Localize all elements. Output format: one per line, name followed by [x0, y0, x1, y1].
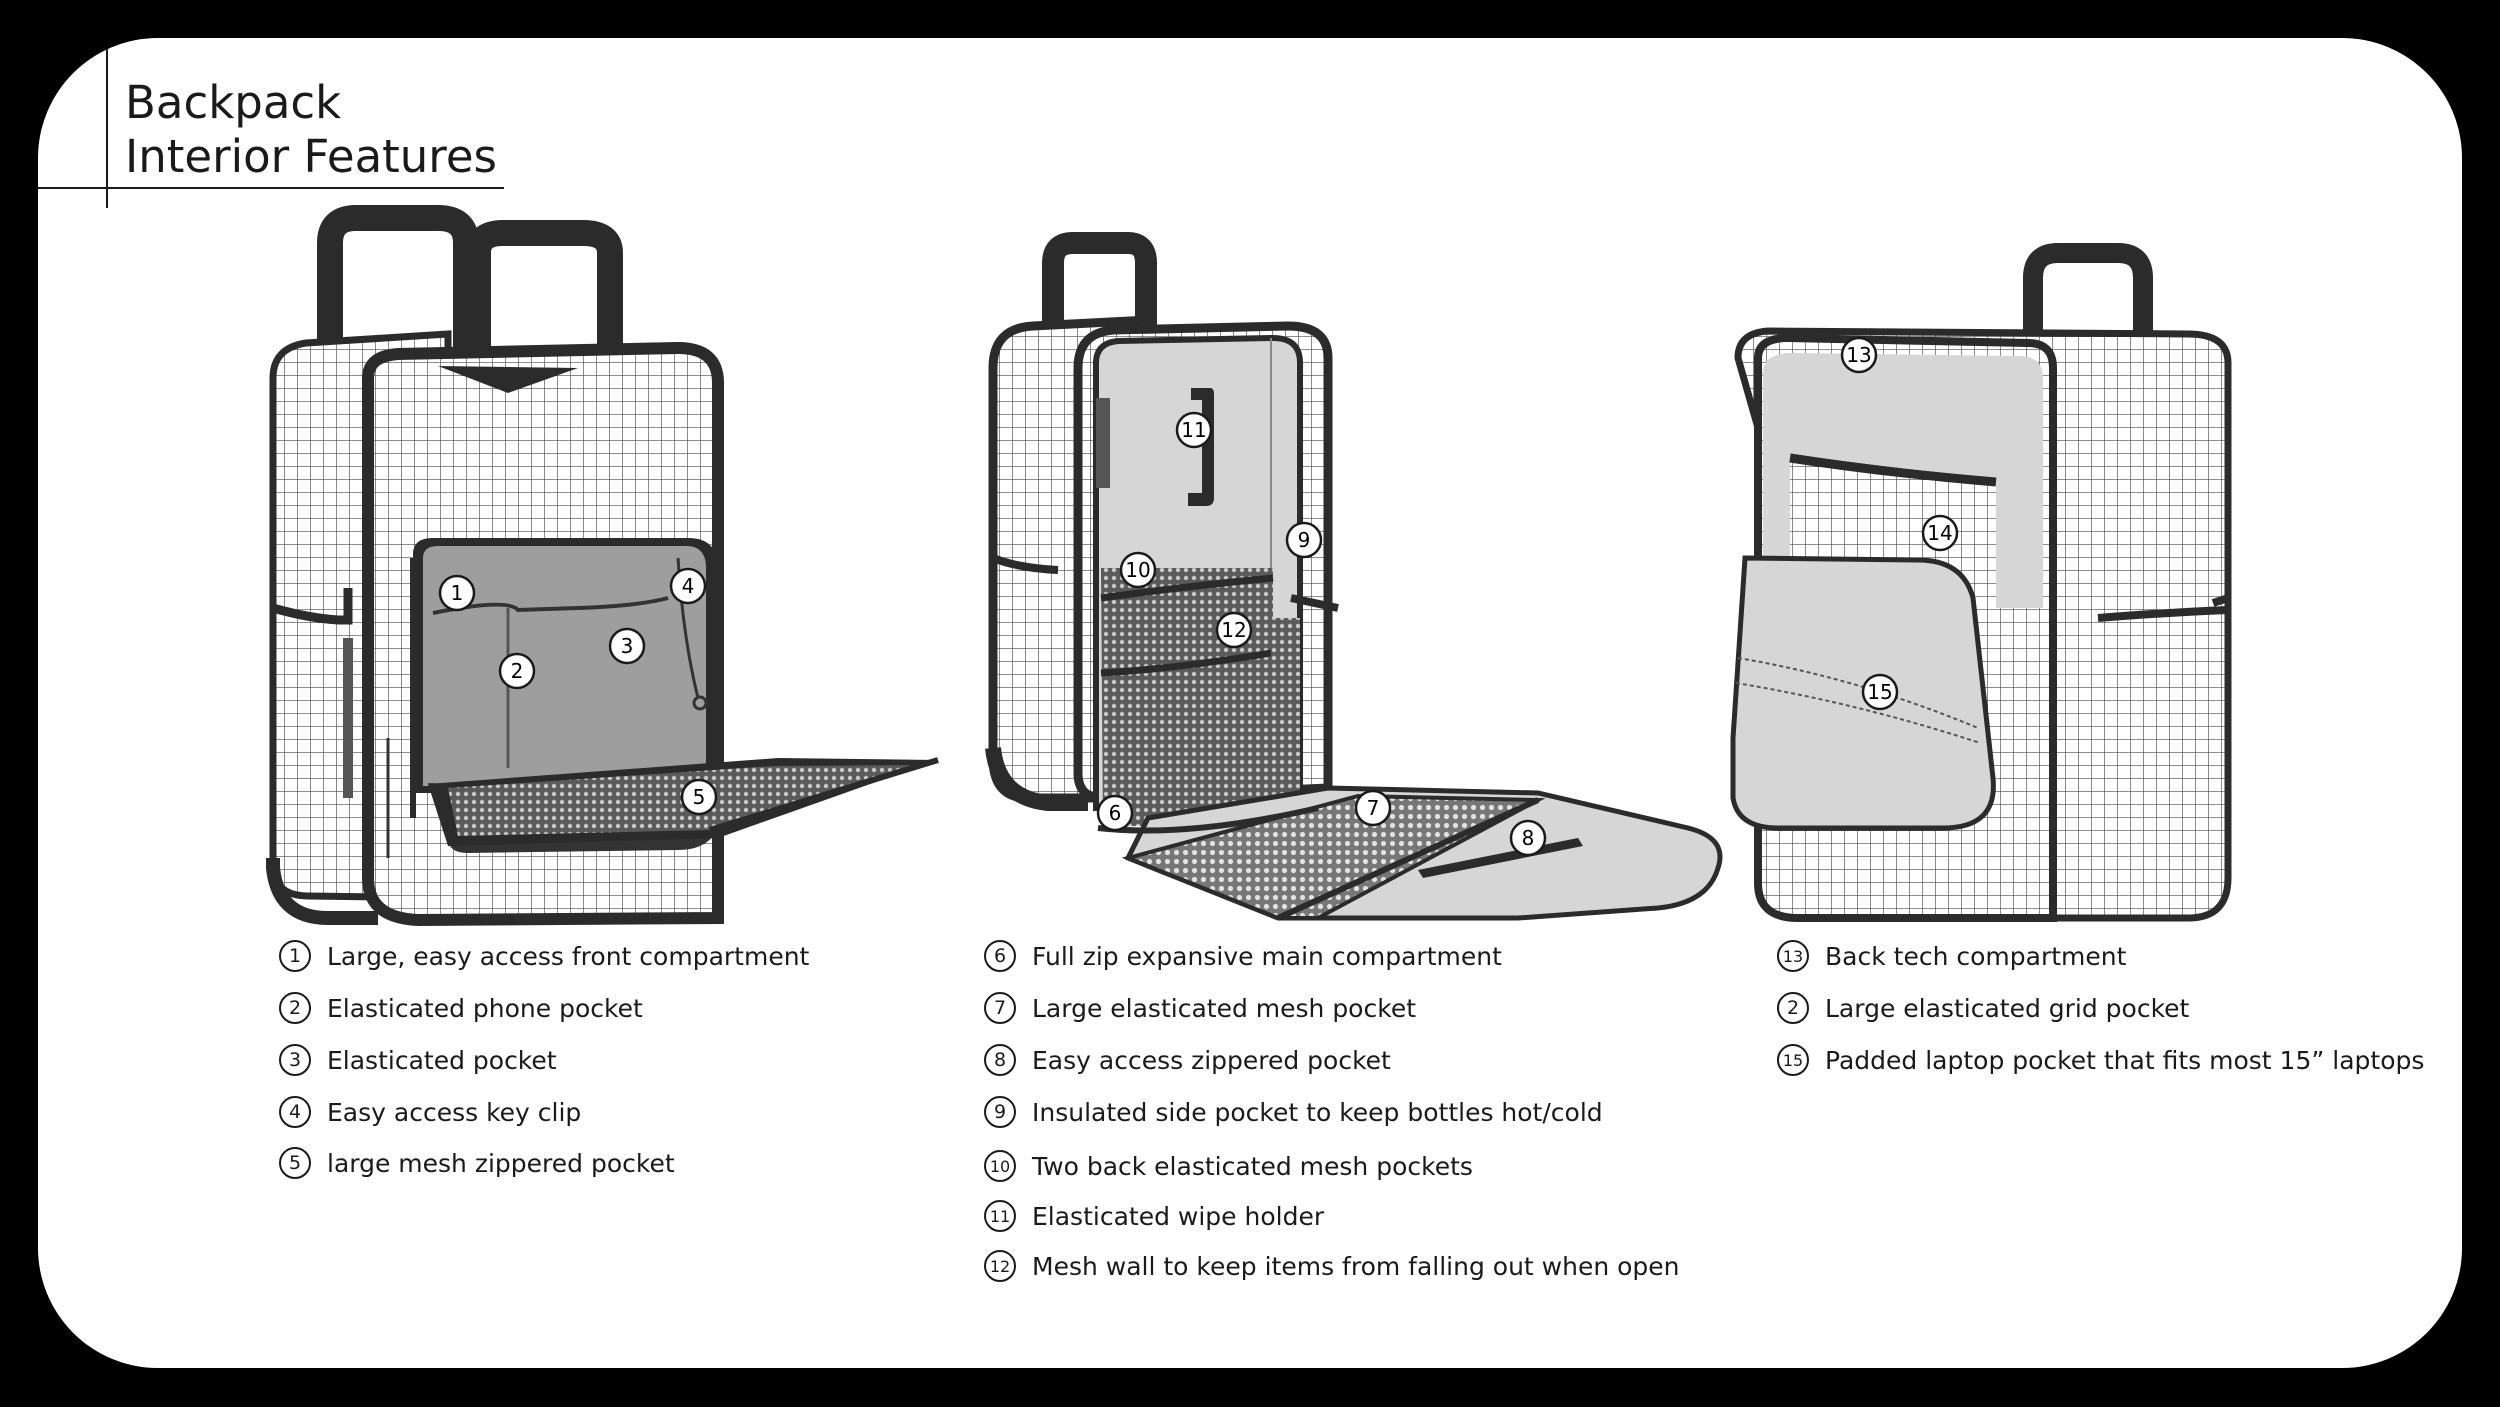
legend-item: 11 Elasticated wipe holder: [984, 1200, 1324, 1232]
legend-text: Back tech compartment: [1825, 941, 2127, 971]
legend-number: 1: [279, 940, 311, 972]
legend-item: 8 Easy access zippered pocket: [984, 1044, 1391, 1076]
backpack-back-view: [1730, 243, 2232, 922]
legend-text: Easy access zippered pocket: [1032, 1045, 1391, 1075]
callout-13: 13: [1840, 336, 1878, 374]
title-block: Backpack Interior Features: [125, 76, 497, 184]
callout-12: 12: [1215, 611, 1253, 649]
legend-text: Large elasticated grid pocket: [1825, 993, 2190, 1023]
legend-text: Full zip expansive main compartment: [1032, 941, 1502, 971]
backpack-illustrations: 1 2 3 4 5 6 7 8 9 10 11 12 13 14 15: [266, 205, 2232, 927]
callout-6: 6: [1096, 794, 1134, 832]
svg-text:13: 13: [1846, 343, 1871, 367]
title-line-2: Interior Features: [125, 130, 497, 183]
title-underline: [38, 187, 504, 189]
svg-text:14: 14: [1927, 521, 1952, 545]
legend-item: 6 Full zip expansive main compartment: [984, 940, 1502, 972]
svg-text:15: 15: [1867, 680, 1892, 704]
svg-text:12: 12: [1221, 618, 1246, 642]
callout-8: 8: [1509, 819, 1547, 857]
legend-item: 3 Elasticated pocket: [279, 1044, 557, 1076]
legend-item: 7 Large elasticated mesh pocket: [984, 992, 1416, 1024]
svg-text:11: 11: [1181, 418, 1206, 442]
svg-text:5: 5: [693, 785, 706, 809]
legend-item: 1 Large, easy access front compartment: [279, 940, 809, 972]
legend-item: 9 Insulated side pocket to keep bottles h…: [984, 1096, 1603, 1128]
callouts: 1 2 3 4 5 6 7 8 9 10 11 12 13 14 15: [438, 336, 1959, 857]
legend-item: 10 Two back elasticated mesh pockets: [984, 1150, 1473, 1182]
legend-text: Insulated side pocket to keep bottles ho…: [1032, 1097, 1603, 1127]
legend-text: Elasticated wipe holder: [1032, 1201, 1325, 1231]
legend-number: 5: [279, 1147, 311, 1179]
callout-7: 7: [1354, 789, 1392, 827]
legend-text: Easy access key clip: [327, 1097, 582, 1127]
callout-10: 10: [1119, 551, 1157, 589]
legend-text: Elasticated phone pocket: [327, 993, 643, 1023]
callout-2: 2: [498, 652, 536, 690]
callout-14: 14: [1921, 514, 1959, 552]
legend-item: 12 Mesh wall to keep items from falling o…: [984, 1250, 1680, 1282]
callout-5: 5: [680, 778, 718, 816]
svg-text:2: 2: [511, 659, 524, 683]
callout-11: 11: [1175, 411, 1213, 449]
legend-number: 8: [984, 1044, 1016, 1076]
legend-text: Large elasticated mesh pocket: [1032, 993, 1416, 1023]
callout-1: 1: [438, 574, 476, 612]
legend-number: 9: [984, 1096, 1016, 1128]
callout-15: 15: [1861, 673, 1899, 711]
legend-text: Large, easy access front compartment: [327, 941, 810, 971]
legend-text: Mesh wall to keep items from falling out…: [1032, 1251, 1680, 1281]
svg-text:10: 10: [1125, 558, 1150, 582]
legend-text: large mesh zippered pocket: [327, 1148, 675, 1178]
svg-text:8: 8: [1522, 826, 1535, 850]
svg-text:9: 9: [1298, 528, 1311, 552]
legend-number: 7: [984, 992, 1016, 1024]
callout-4: 4: [669, 567, 707, 605]
legend-text: Elasticated pocket: [327, 1045, 557, 1075]
legend-number: 4: [279, 1096, 311, 1128]
legend-number: 6: [984, 940, 1016, 972]
legend-item: 2 Large elasticated grid pocket: [1777, 992, 2189, 1024]
svg-text:4: 4: [682, 574, 695, 598]
legend-number: 10: [984, 1150, 1016, 1182]
poster-card: Backpack Interior Features: [38, 38, 2462, 1368]
svg-text:1: 1: [451, 581, 464, 605]
legend-number: 15: [1777, 1044, 1809, 1076]
legend-number: 12: [984, 1250, 1016, 1282]
legend-item: 2 Elasticated phone pocket: [279, 992, 643, 1024]
legend-number: 13: [1777, 940, 1809, 972]
svg-text:6: 6: [1109, 801, 1122, 825]
callout-9: 9: [1285, 521, 1323, 559]
legend-item: 13 Back tech compartment: [1777, 940, 2126, 972]
title-vertical-rule: [106, 38, 108, 208]
legend-item: 15 Padded laptop pocket that fits most 15…: [1777, 1044, 2424, 1076]
legend-number: 11: [984, 1200, 1016, 1232]
legend-text: Two back elasticated mesh pockets: [1032, 1151, 1473, 1181]
legend-number: 2: [279, 992, 311, 1024]
callout-3: 3: [608, 627, 646, 665]
backpack-front-view: [266, 205, 939, 927]
svg-text:7: 7: [1367, 796, 1380, 820]
legend-text: Padded laptop pocket that fits most 15” …: [1825, 1045, 2425, 1075]
legend-number: 2: [1777, 992, 1809, 1024]
legend-number: 3: [279, 1044, 311, 1076]
legend-item: 4 Easy access key clip: [279, 1096, 581, 1128]
legend-item: 5 large mesh zippered pocket: [279, 1147, 675, 1179]
svg-text:3: 3: [621, 634, 634, 658]
title-line-1: Backpack: [125, 76, 342, 129]
